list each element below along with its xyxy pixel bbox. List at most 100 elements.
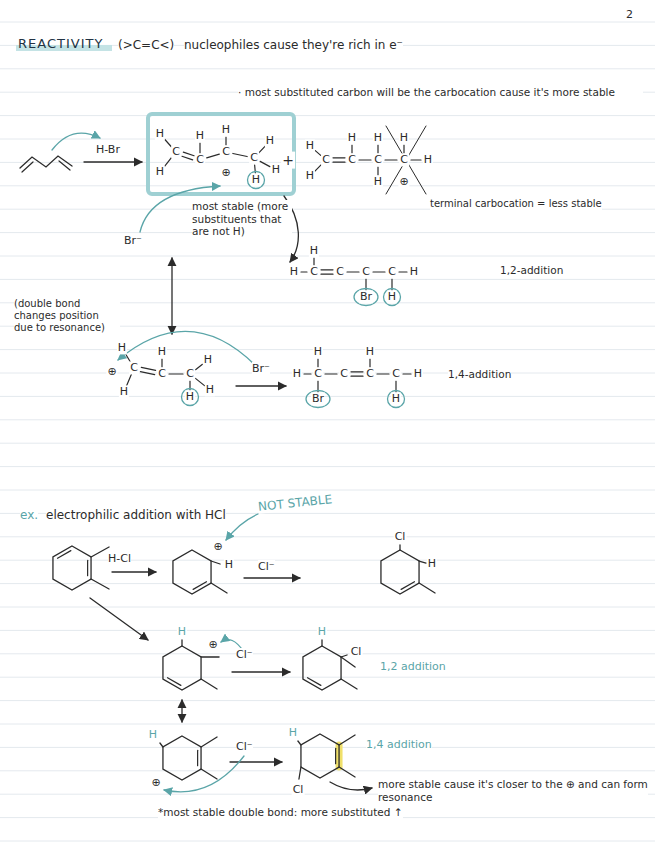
ruling-line <box>0 139 655 140</box>
circle-mark <box>182 389 199 406</box>
circle-mark <box>354 289 378 306</box>
circle-mark <box>388 391 405 408</box>
single-bond <box>199 143 200 153</box>
ring-double-bond <box>335 748 336 763</box>
note-text: terminal carbocation = less stable <box>430 198 602 210</box>
atom-label: H <box>399 131 409 144</box>
circle-mark <box>384 289 401 306</box>
atom-label: H <box>195 129 205 142</box>
atom-label: ⊕ <box>150 776 161 789</box>
atom-label: Br <box>359 290 373 303</box>
ring-double-bond <box>168 678 181 686</box>
atom-label: ⊕ <box>398 175 409 188</box>
ruling-line <box>0 607 655 608</box>
note-text: more stable cause it's closer to the ⊕ a… <box>378 778 648 803</box>
note-text: Br⁻ <box>252 362 270 375</box>
note-text: H-Cl <box>108 552 131 565</box>
atom-label: C <box>339 367 349 380</box>
reaction-arrow <box>232 671 290 672</box>
atom-label: H <box>148 728 158 741</box>
single-bond <box>233 153 247 156</box>
ring-double-bond <box>401 582 414 590</box>
double-bond <box>333 162 345 163</box>
double-bond <box>351 371 363 372</box>
single-bond <box>207 154 220 158</box>
single-bond <box>347 271 359 272</box>
highlight-box <box>148 114 294 194</box>
ruling-line <box>0 185 655 186</box>
substituent-bond <box>419 561 426 563</box>
atom-label: Cl <box>394 530 407 543</box>
atom-label: H <box>347 131 357 144</box>
double-bond <box>140 372 154 375</box>
ring-skeleton <box>381 550 419 594</box>
ruling-line <box>0 279 655 280</box>
note-text: · most substituted carbon will be the ca… <box>238 86 643 99</box>
single-bond <box>196 364 203 369</box>
atom-label: H <box>305 139 315 152</box>
atom-label: H <box>205 383 215 396</box>
atom-label: H <box>427 557 437 570</box>
single-bond <box>225 137 226 145</box>
ruling-line <box>0 419 655 420</box>
single-bond <box>411 159 421 160</box>
atom-label: Cl <box>350 645 363 658</box>
single-bond <box>399 271 407 272</box>
atom-label: H <box>117 341 127 354</box>
single-bond <box>373 271 385 272</box>
substituent-bond <box>299 767 301 779</box>
double-bond <box>183 152 194 156</box>
reaction-arrow <box>230 761 282 762</box>
ruling-line <box>0 396 655 397</box>
double-bond <box>59 161 70 170</box>
substituent-bond <box>321 640 322 646</box>
reaction-arrow <box>112 571 156 572</box>
atom-label: C <box>171 145 181 158</box>
note-text: Cl⁻ <box>236 648 253 661</box>
ruling-line <box>0 560 655 561</box>
ruling-line <box>0 630 655 631</box>
atom-label: C <box>373 153 383 166</box>
single-bond <box>403 373 411 374</box>
single-bond <box>369 359 370 367</box>
ruling-line <box>0 724 655 725</box>
note-text: 1,4 addition <box>366 738 432 751</box>
note-text: nucleophiles cause they're rich in e⁻ <box>184 38 403 52</box>
note-text: H-Br <box>96 143 120 156</box>
ring-skeleton <box>53 546 91 590</box>
reaction-arrow <box>244 577 300 578</box>
ruling-line <box>0 68 655 69</box>
atom-label: C <box>185 367 195 380</box>
double-bond <box>22 162 33 172</box>
ruling-line <box>0 443 655 444</box>
atom-label: H <box>309 244 319 257</box>
note-text: Cl⁻ <box>258 560 275 573</box>
ruling-line <box>0 841 655 842</box>
atom-label: C <box>157 367 167 380</box>
atom-label: H <box>423 153 433 166</box>
substituent-bond <box>341 679 357 689</box>
substituent-bond <box>339 735 355 745</box>
atom-label: H <box>317 625 327 638</box>
atom-label: H <box>305 169 315 182</box>
single-bond <box>195 378 204 385</box>
atom-label: C <box>309 265 319 278</box>
single-bond <box>301 271 307 272</box>
atom-label: C <box>313 367 323 380</box>
atom-label: C <box>365 367 375 380</box>
single-bond <box>377 167 378 175</box>
note-text: Br⁻ <box>124 234 142 247</box>
single-bond <box>304 373 311 374</box>
single-bond <box>315 165 321 171</box>
atom-label: H <box>155 127 165 140</box>
note-text: 1,2-addition <box>500 264 563 277</box>
curved-arrow <box>226 514 258 540</box>
atom-label: Br <box>311 392 325 405</box>
atom-label: H <box>313 345 323 358</box>
single-bond <box>351 145 352 153</box>
atom-label: H <box>413 367 423 380</box>
note-text: Cl⁻ <box>236 740 253 753</box>
atom-label: C <box>347 153 357 166</box>
ruling-line <box>0 700 655 701</box>
